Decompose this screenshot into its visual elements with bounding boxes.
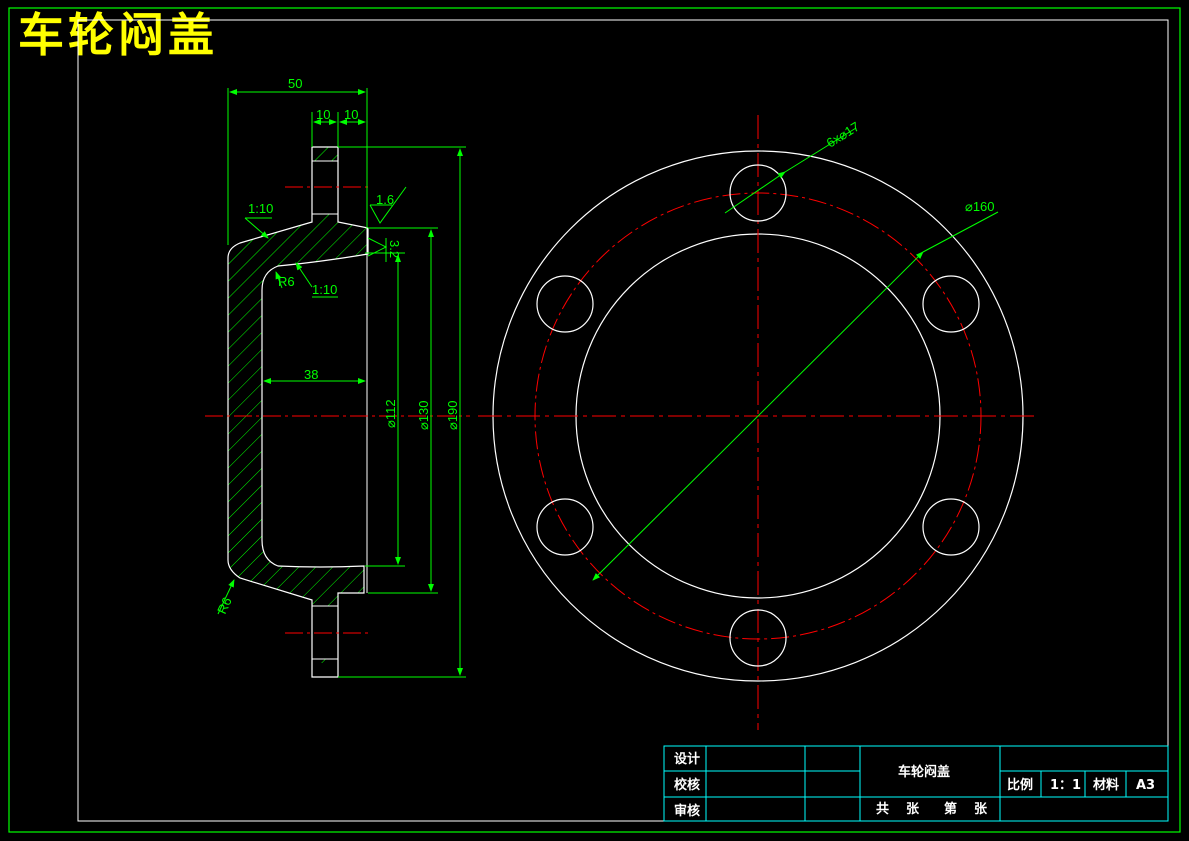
dim-flange-thk-1: 10 — [316, 107, 330, 122]
tb-review-label: 审核 — [674, 803, 700, 819]
dim-hole-callout: 6x⌀17 — [824, 119, 863, 151]
dim-fillet-2: R6 — [214, 595, 235, 616]
dim-pitch-circle: ⌀160 — [965, 199, 995, 214]
roughness-value: 1.6 — [376, 192, 394, 207]
tb-scale-label: 比例 — [1007, 777, 1033, 793]
tb-design-label: 设计 — [674, 751, 700, 767]
title-block — [663, 745, 1169, 822]
dim-overall-length: 50 — [288, 76, 302, 91]
inner-frame — [77, 19, 1169, 822]
section-outline — [227, 146, 369, 678]
tb-check-label: 校核 — [674, 777, 700, 793]
dim-fillet-1: R6 — [278, 274, 295, 289]
dim-flange-dia: ⌀190 — [445, 400, 460, 430]
tb-sheets-unit-2: 张 — [974, 802, 988, 817]
section-dimension-labels: 50 10 10 38 ⌀112 ⌀130 ⌀190 1:10 1:10 R6 … — [214, 76, 460, 616]
tb-total-sheets: 共 — [876, 801, 889, 817]
dim-taper-1: 1:10 — [248, 201, 273, 216]
tb-part-name: 车轮闷盖 — [898, 764, 950, 780]
tb-sheets-unit-1: 张 — [906, 802, 920, 817]
section-view — [205, 146, 470, 678]
dim-inner-depth: 38 — [304, 367, 318, 382]
outer-frame — [8, 7, 1181, 833]
tb-scale-value: 1：1 — [1050, 778, 1081, 793]
dim-bore-dia: ⌀112 — [383, 399, 398, 428]
bolt-hole — [729, 609, 787, 667]
front-view — [478, 115, 1038, 730]
dim-flange-thk-2: 10 — [344, 107, 358, 122]
section-hatch — [228, 147, 368, 663]
section-dimensions — [217, 88, 466, 678]
dim-taper-2: 1:10 — [312, 282, 337, 297]
roughness-value-2: 3.2 — [387, 240, 402, 258]
front-dimensions — [592, 127, 999, 581]
tb-sheet-no: 第 — [944, 801, 957, 817]
tb-material-value: A3 — [1136, 778, 1155, 793]
bolt-hole — [729, 164, 787, 222]
tb-material-label: 材料 — [1093, 777, 1119, 793]
dim-spigot-dia: ⌀130 — [416, 400, 431, 430]
